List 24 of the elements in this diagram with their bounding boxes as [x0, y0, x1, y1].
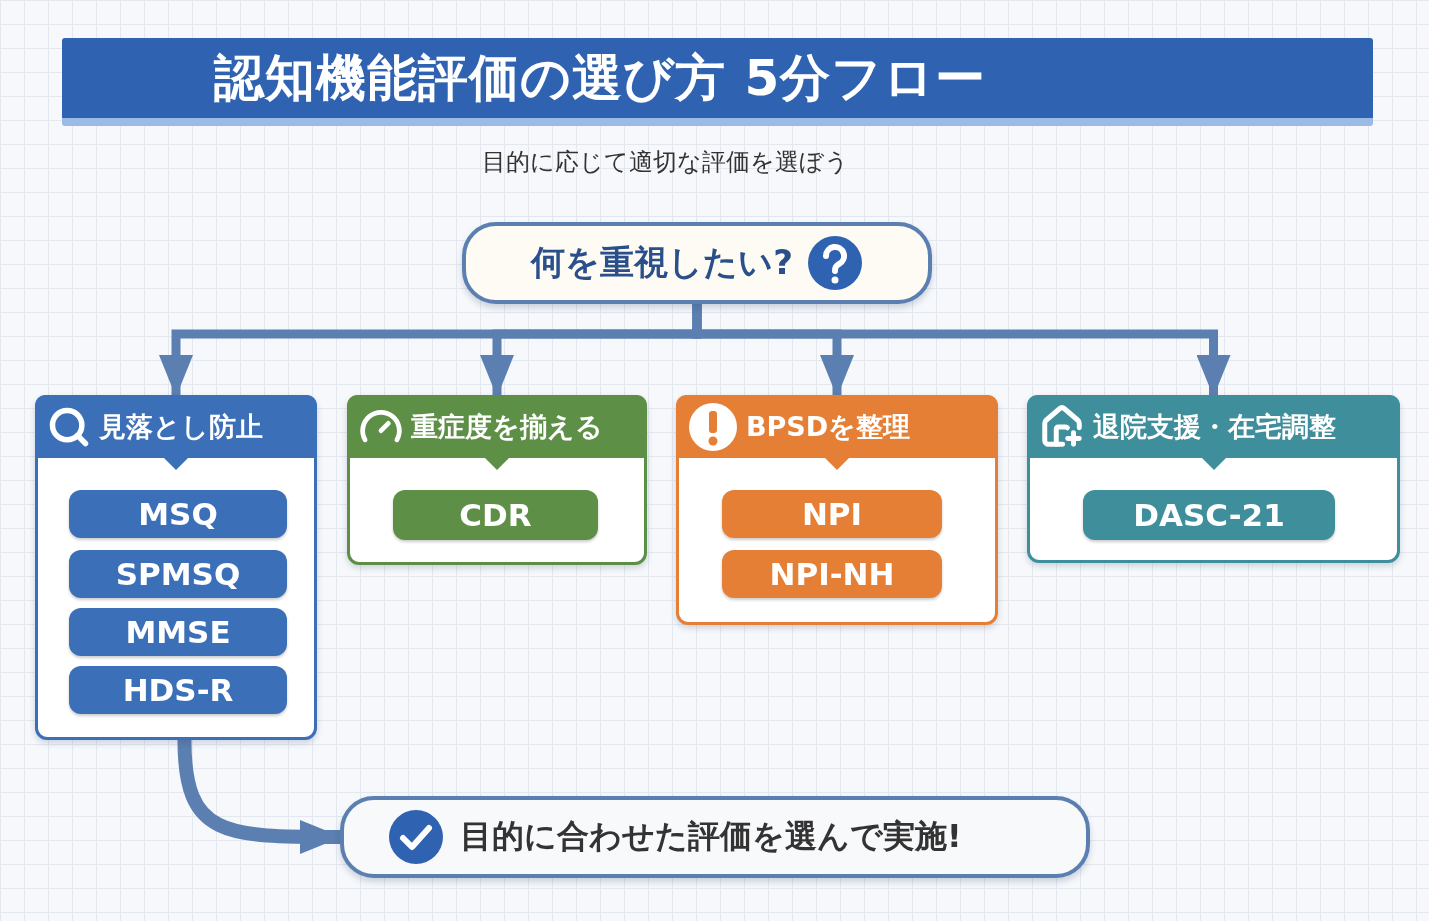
question-text: 何を重視したい?	[531, 241, 793, 284]
category-card	[347, 395, 647, 565]
category-card	[1027, 395, 1400, 563]
arrow	[177, 739, 342, 854]
test-button: NPI	[722, 490, 942, 538]
card-heading: 重症度を揃える	[411, 409, 603, 444]
card-heading: 見落とし防止	[99, 409, 263, 444]
card-heading: BPSDを整理	[746, 409, 911, 444]
subtitle: 目的に応じて適切な評価を選ぼう	[480, 147, 850, 178]
arrow	[692, 304, 1231, 397]
test-button: SPMSQ	[69, 550, 287, 598]
question-box	[462, 222, 932, 304]
category-card	[676, 395, 998, 625]
test-button: HDS-R	[69, 666, 287, 714]
test-button: NPI-NH	[722, 550, 942, 598]
test-button: MMSE	[69, 608, 287, 656]
card-heading: 退院支援・在宅調整	[1093, 409, 1336, 444]
title-banner: 認知機能評価の選び方 5分フロー	[62, 38, 1373, 126]
result-text: 目的に合わせた評価を選んで実施!	[460, 816, 962, 857]
test-button: DASC-21	[1083, 490, 1335, 540]
category-card	[35, 395, 317, 740]
test-button: CDR	[393, 490, 598, 540]
result-box	[340, 796, 1090, 878]
test-button: MSQ	[69, 490, 287, 538]
